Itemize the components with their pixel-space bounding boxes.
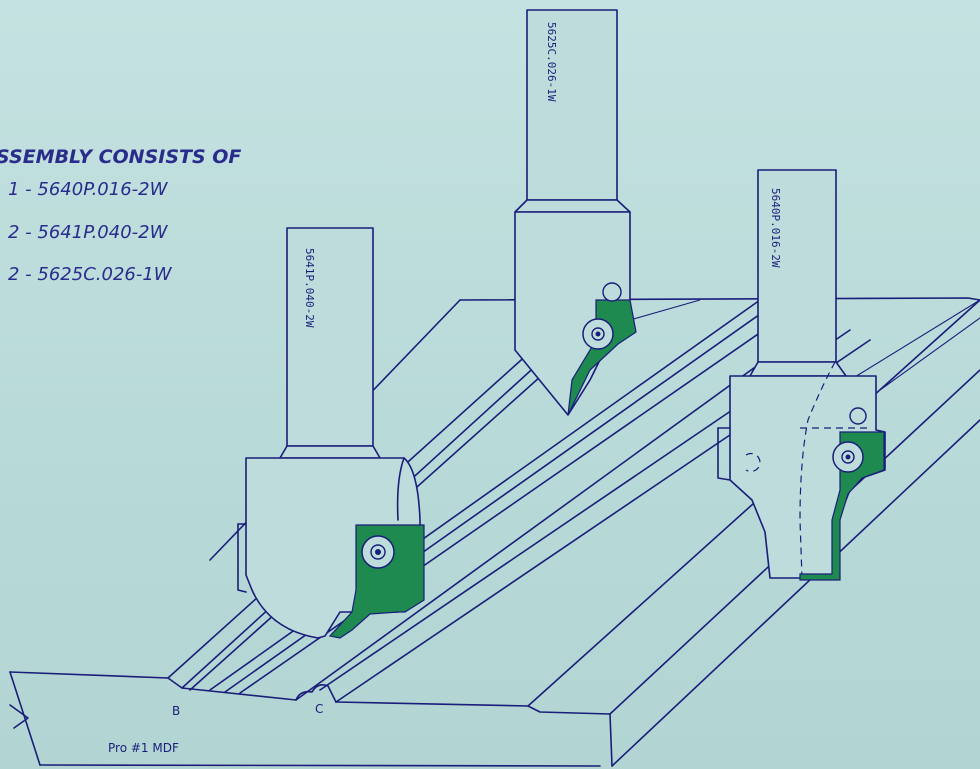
bit-label-center: 5625C.026-1W bbox=[545, 22, 558, 102]
assembly-heading: SSEMBLY CONSISTS OF bbox=[0, 146, 241, 168]
assembly-item-2: 2 - 5641P.040-2W bbox=[8, 222, 169, 243]
product-label: Pro #1 MDF bbox=[108, 741, 179, 755]
assembly-item-3: 2 - 5625C.026-1W bbox=[8, 264, 173, 285]
assembly-item-1: 1 - 5640P.016-2W bbox=[8, 179, 169, 200]
bit-label-right: 5640P.016-2W bbox=[769, 188, 782, 268]
router-bit-right bbox=[717, 169, 886, 581]
marker-c: C bbox=[315, 702, 323, 716]
router-bit-left bbox=[237, 227, 425, 639]
marker-b: B bbox=[172, 704, 180, 718]
router-bit-center bbox=[514, 9, 637, 416]
bit-label-left: 5641P.040-2W bbox=[303, 248, 316, 328]
